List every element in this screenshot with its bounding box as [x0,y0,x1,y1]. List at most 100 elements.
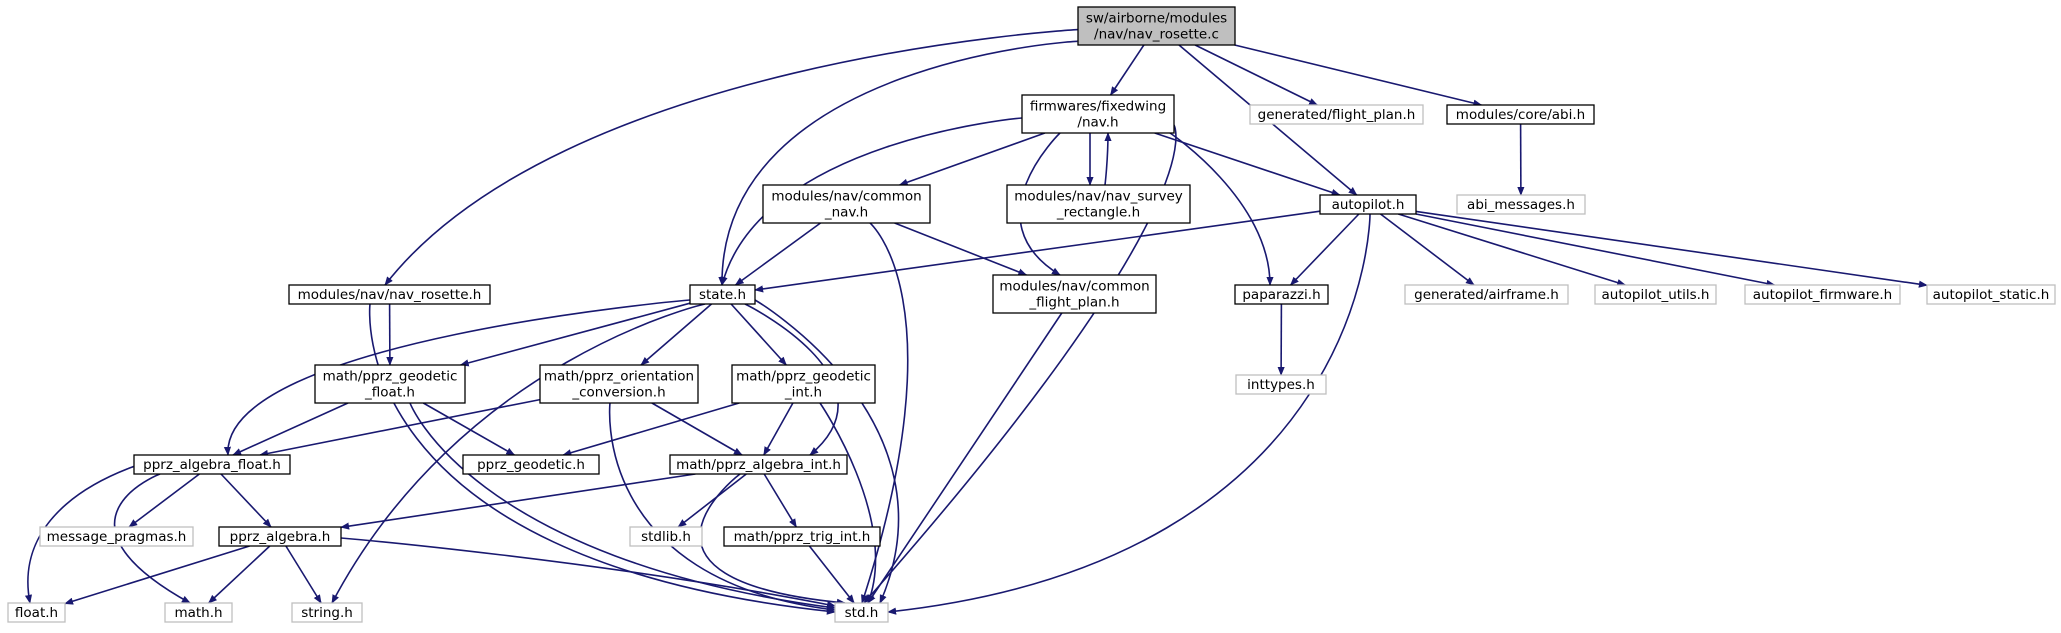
node-box [1404,284,1569,305]
node-box [1319,194,1417,215]
node-box [689,284,756,305]
node-label: _int.h [784,385,822,401]
edge-root-to-fw_nav [1109,44,1145,96]
edge-survey-to-fw_nav [1104,132,1112,186]
node-label: _conversion.h [571,385,665,401]
node-stdlib: stdlib.h [629,526,703,547]
node-nav_rosette_h[interactable]: modules/nav/nav_rosette.h [288,284,491,305]
node-label: modules/nav/nav_rosette.h [298,287,482,303]
node-box [1446,104,1595,125]
edge-orient-to-alg_float [259,398,541,457]
node-label: autopilot_firmware.h [1753,287,1892,303]
node-alg_int[interactable]: math/pprz_algebra_int.h [669,454,848,475]
node-abi_messages: abi_messages.h [1456,194,1586,215]
node-label: /nav/nav_rosette.c [1094,27,1219,43]
node-common_nav[interactable]: modules/nav/common_nav.h [762,184,931,224]
edge-fw_nav-to-common_fp [1019,132,1061,276]
node-box [462,454,600,475]
edge-geo_float-to-geodetic [422,402,516,456]
node-label: generated/airframe.h [1414,287,1559,303]
node-label: inttypes.h [1247,377,1315,393]
node-ap_firmware: autopilot_firmware.h [1744,284,1901,305]
node-survey[interactable]: modules/nav/nav_survey_rectangle.h [1006,184,1191,224]
node-box [1249,104,1424,125]
edge-fw_nav-to-state [720,117,1023,286]
edge-autopilot-to-ap_utils [1398,213,1627,287]
node-box [1235,374,1327,395]
edge-algebra-to-float_h [64,545,250,605]
node-label: paparazzi.h [1242,287,1320,303]
node-abi[interactable]: modules/core/abi.h [1446,104,1595,125]
edge-alg_int-to-algebra [340,473,696,530]
node-geodetic[interactable]: pprz_geodetic.h [462,454,600,475]
edge-geo_int-to-alg_int [763,402,794,456]
node-box [1006,184,1191,224]
node-paparazzi[interactable]: paparazzi.h [1234,284,1329,305]
node-trig_int[interactable]: math/pprz_trig_int.h [723,526,881,547]
node-label: /nav.h [1077,115,1118,131]
node-ap_static: autopilot_static.h [1926,284,2056,305]
edge-alg_int-to-trig_int [763,473,797,528]
node-label: autopilot.h [1332,197,1405,213]
node-label: float.h [15,605,58,621]
node-label: firmwares/fixedwing [1030,99,1166,115]
node-box [1926,284,2056,305]
edge-nav_rosette_h-to-std_h [368,303,836,615]
node-box [39,526,194,547]
node-label: autopilot_utils.h [1602,287,1710,303]
node-box [164,602,233,623]
node-label: modules/nav/common [771,189,921,205]
node-std_h: std.h [834,602,889,623]
node-box [7,602,66,623]
node-label: sw/airborne/modules [1086,11,1227,27]
edge-state-to-orient [640,303,713,366]
node-common_fp[interactable]: modules/nav/common_flight_plan.h [992,274,1157,314]
node-label: _float.h [364,385,415,401]
edge-state-to-geo_float [459,302,691,367]
edge-autopilot-to-std_h [887,213,1371,615]
node-fw_nav[interactable]: firmwares/fixedwing/nav.h [1021,94,1175,134]
node-alg_float[interactable]: pprz_algebra_float.h [133,454,291,475]
edge-algebra-to-math_h [208,545,271,604]
node-label: math/pprz_algebra_int.h [676,457,841,473]
edge-autopilot-to-state [754,210,1321,293]
node-box [133,454,291,475]
node-box [1594,284,1717,305]
edge-alg_float-to-algebra [220,473,272,528]
node-box [669,454,848,475]
node-box [1021,94,1175,134]
node-state[interactable]: state.h [689,284,756,305]
edge-state-to-string_h [331,303,706,604]
node-box [762,184,931,224]
edge-orient-to-alg_int [651,402,743,456]
edges [24,28,1928,615]
node-autopilot[interactable]: autopilot.h [1319,194,1417,215]
edge-alg_int-to-stdlib [677,473,747,528]
edge-root-to-flight_plan [1194,44,1319,106]
node-box [291,602,363,623]
edge-common_nav-to-common_fp [894,222,1028,276]
edge-autopilot-to-ap_static [1415,210,1928,288]
node-string_h: string.h [291,602,363,623]
node-label: math/pprz_geodetic [323,369,458,385]
edge-geo_int-to-geodetic [562,402,740,457]
edge-common_nav-to-state [734,222,821,286]
edge-alg_float-to-float_h [24,465,135,604]
node-orient[interactable]: math/pprz_orientation_conversion.h [539,364,699,404]
edge-state-to-alg_float [223,299,691,456]
node-label: _nav.h [824,205,868,221]
node-algebra[interactable]: pprz_algebra.h [218,526,342,547]
node-label: _flight_plan.h [1028,295,1119,311]
node-box [1077,6,1236,46]
edge-autopilot-to-paparazzi [1289,213,1360,286]
node-msg_pragmas: message_pragmas.h [39,526,194,547]
node-label: state.h [699,287,746,303]
node-geo_float[interactable]: math/pprz_geodetic_float.h [314,364,466,404]
node-label: string.h [301,605,353,621]
edge-fw_nav-to-common_nav [898,132,1046,186]
node-geo_int[interactable]: math/pprz_geodetic_int.h [731,364,876,404]
node-label: abi_messages.h [1467,197,1575,213]
edge-root-to-abi [1234,44,1483,107]
node-float_h: float.h [7,602,66,623]
